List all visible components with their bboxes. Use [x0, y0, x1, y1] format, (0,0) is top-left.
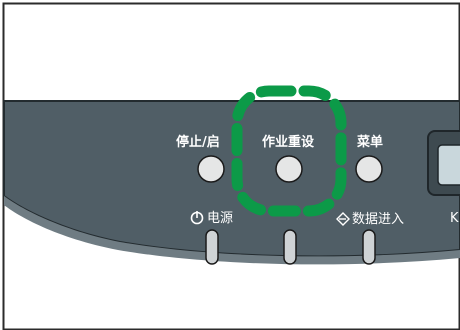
job-reset-highlight: [231, 85, 347, 217]
partial-label: K: [450, 211, 459, 226]
panel-bottom-edge: [4, 196, 460, 265]
power-icon: [190, 211, 204, 225]
menu-label: 菜单: [356, 134, 383, 150]
error-lamp: [283, 229, 297, 265]
job-reset-label: 作业重设: [262, 134, 315, 150]
job-reset-button[interactable]: [275, 155, 303, 183]
power-label: 电源: [207, 211, 233, 226]
data-in-icon: [336, 212, 350, 226]
power-lamp: [205, 229, 219, 265]
menu-button[interactable]: [355, 155, 383, 183]
stop-start-label: 停止/启: [176, 134, 220, 150]
data-in-label: 数据进入: [352, 212, 404, 227]
stop-start-button[interactable]: [197, 155, 225, 183]
display-window: [427, 130, 460, 196]
data-in-lamp: [362, 229, 376, 265]
